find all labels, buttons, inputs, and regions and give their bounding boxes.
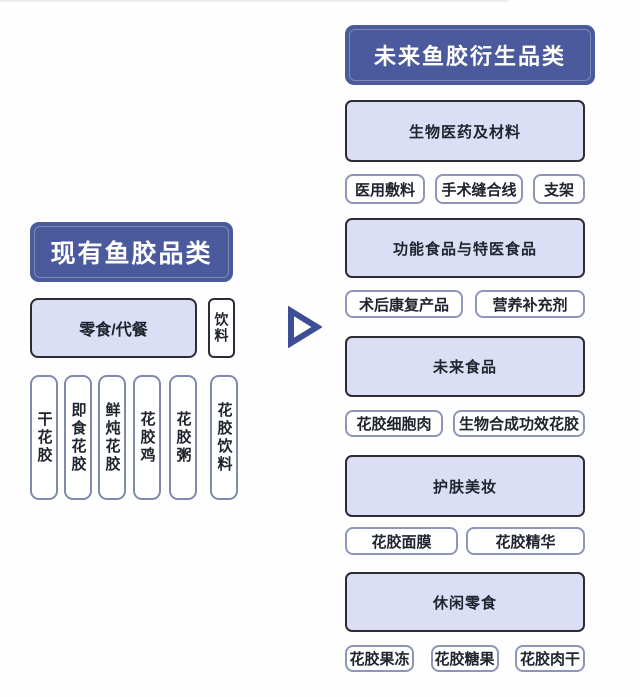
item-nutritional-supplement: 营养补充剂 xyxy=(475,290,585,318)
future-food-items-row: 花胶细胞肉 生物合成功效花胶 xyxy=(345,410,585,437)
future-category-panel: 未来鱼胶衍生品类 生物医药及材料 医用敷料 手术缝合线 支架 功能食品与特医食品… xyxy=(345,25,595,672)
future-category-title: 未来鱼胶衍生品类 xyxy=(345,25,595,85)
item-postop-recovery: 术后康复产品 xyxy=(345,290,463,318)
biomedicine-items-row: 医用敷料 手术缝合线 支架 xyxy=(345,174,585,204)
leisure-snacks-items-row: 花胶果冻 花胶糖果 花胶肉干 xyxy=(345,645,585,672)
box-fish-maw-chicken: 花胶鸡 xyxy=(133,375,161,500)
functional-food-items-row: 术后康复产品 营养补充剂 xyxy=(345,290,585,318)
box-fresh-stewed-fish-maw: 鲜炖花胶 xyxy=(98,375,126,500)
item-biosynthetic-fish-maw: 生物合成功效花胶 xyxy=(453,410,585,437)
box-fish-maw-drink: 花胶饮料 xyxy=(210,375,238,500)
item-fish-maw-jerky: 花胶肉干 xyxy=(515,645,585,672)
item-fish-maw-cell-meat: 花胶细胞肉 xyxy=(345,410,443,437)
category-functional-food: 功能食品与特医食品 xyxy=(345,218,585,278)
box-fish-maw-porridge: 花胶粥 xyxy=(169,375,197,500)
item-medical-dressing: 医用敷料 xyxy=(345,174,425,204)
box-instant-fish-maw: 即食花胶 xyxy=(64,375,92,500)
box-dried-fish-maw: 干花胶 xyxy=(30,375,58,500)
skincare-items-row: 花胶面膜 花胶精华 xyxy=(345,527,585,555)
category-leisure-snacks: 休闲零食 xyxy=(345,572,585,632)
existing-products-row: 干花胶 即食花胶 鲜炖花胶 花胶鸡 花胶粥 花胶饮料 xyxy=(30,375,238,500)
item-fish-maw-candy: 花胶糖果 xyxy=(430,645,499,672)
right-arrow-icon xyxy=(286,305,323,349)
box-snack-meal-replacement: 零食/代餐 xyxy=(30,298,197,358)
category-biomedicine: 生物医药及材料 xyxy=(345,100,585,162)
box-beverage: 饮料 xyxy=(208,298,235,358)
existing-top-row: 零食/代餐 饮料 xyxy=(30,298,235,358)
top-crop-line xyxy=(0,0,508,2)
item-surgical-suture: 手术缝合线 xyxy=(435,174,523,204)
existing-category-title: 现有鱼胶品类 xyxy=(30,222,233,282)
category-skincare-beauty: 护肤美妆 xyxy=(345,455,585,517)
item-fish-maw-essence: 花胶精华 xyxy=(466,527,585,555)
category-future-food: 未来食品 xyxy=(345,336,585,397)
existing-category-panel: 现有鱼胶品类 零食/代餐 饮料 干花胶 即食花胶 鲜炖花胶 花胶鸡 花胶粥 花胶… xyxy=(30,222,238,500)
item-stent: 支架 xyxy=(533,174,585,204)
item-fish-maw-jelly: 花胶果冻 xyxy=(345,645,414,672)
item-fish-maw-face-mask: 花胶面膜 xyxy=(345,527,458,555)
